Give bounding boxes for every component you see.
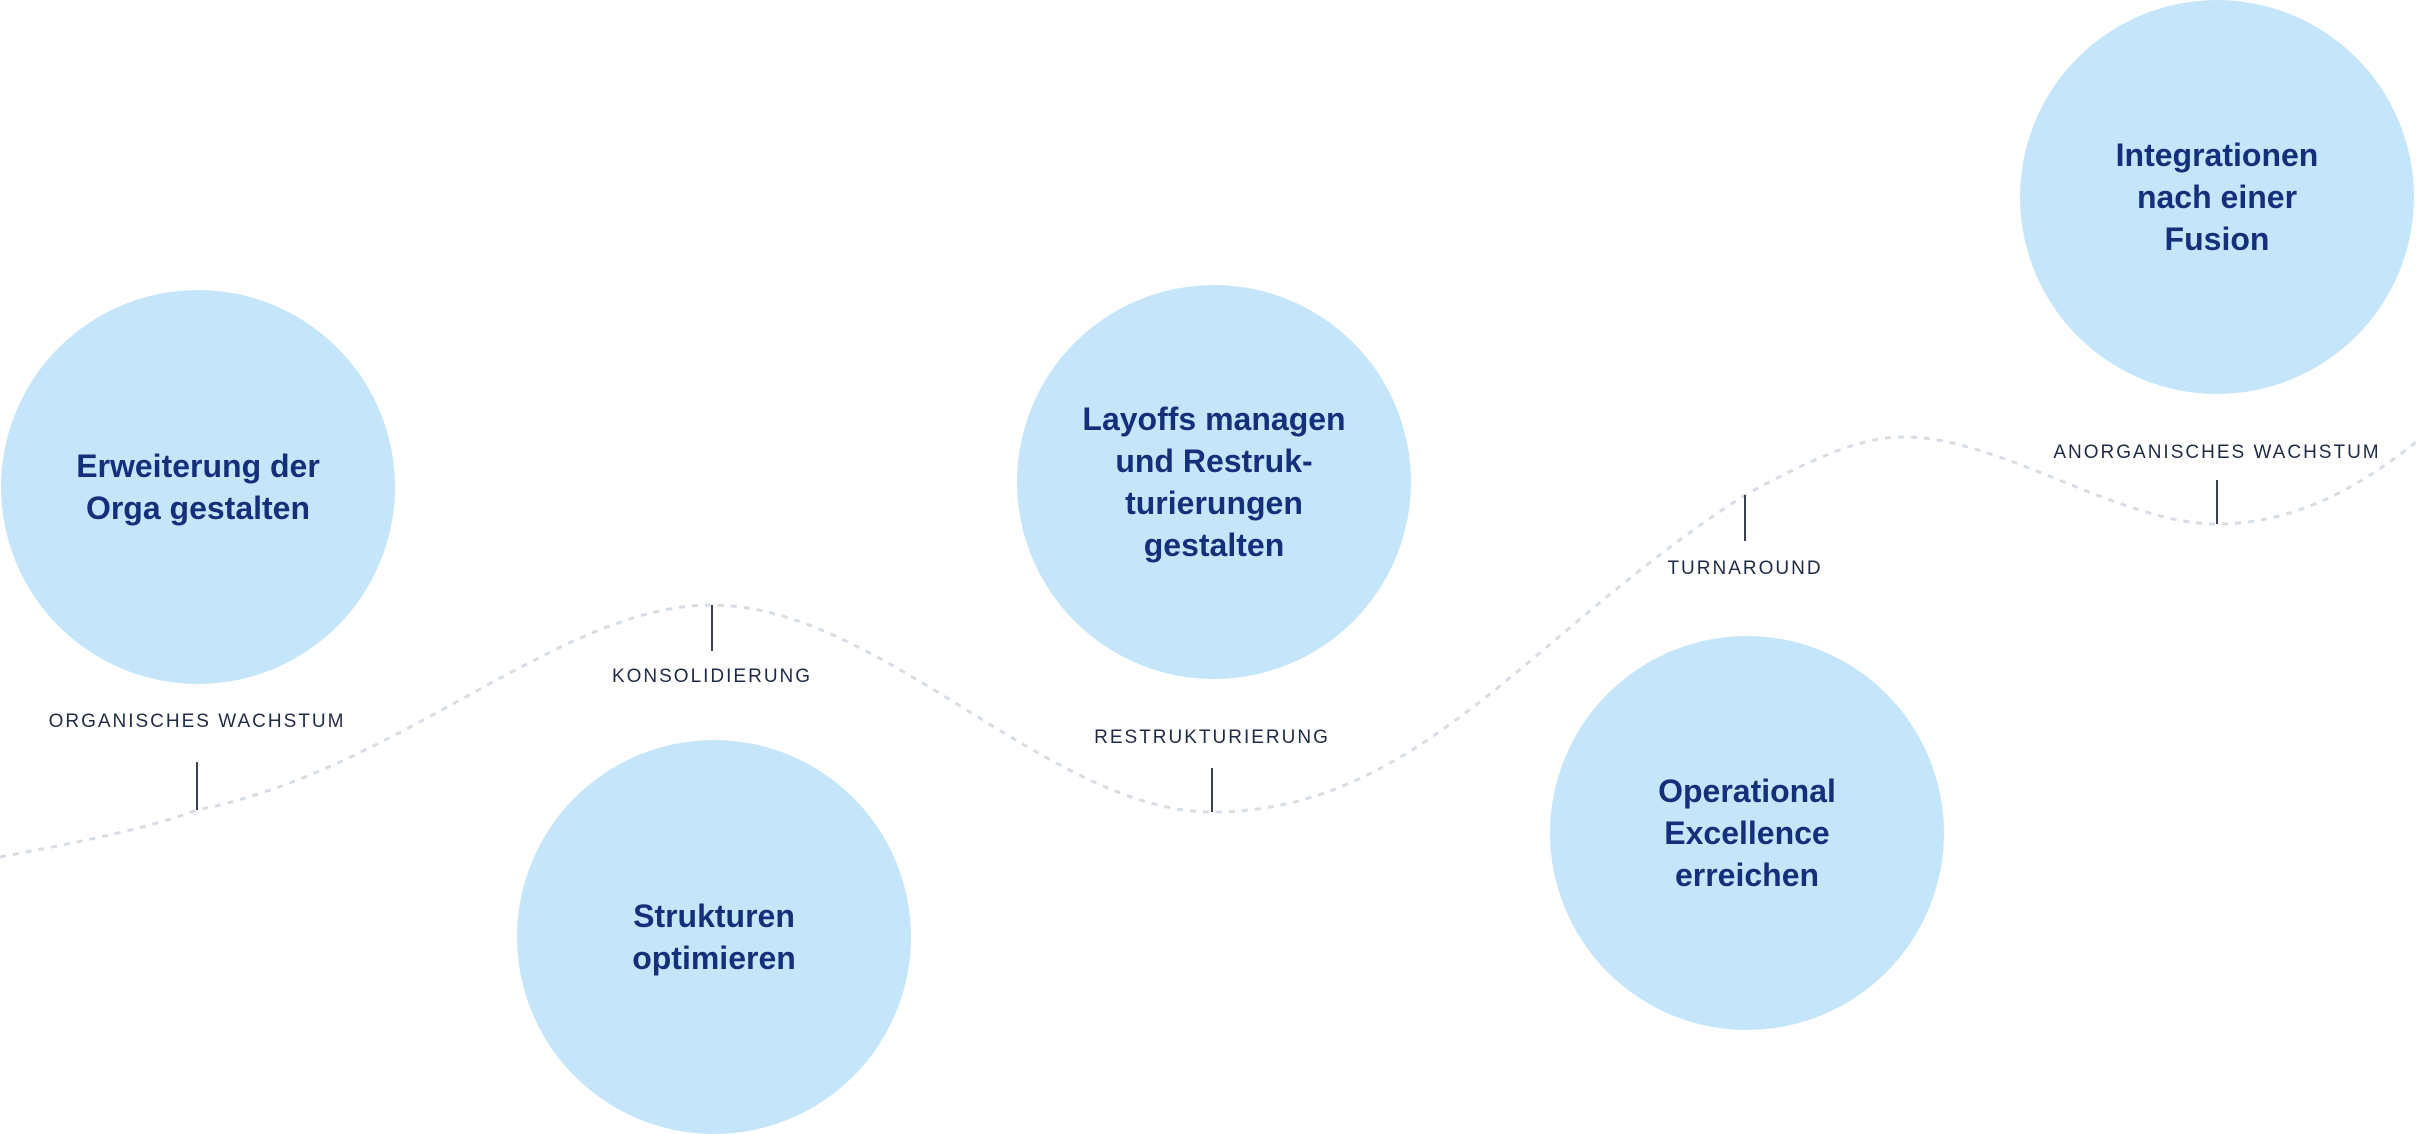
phase-label-turnaround: TURNAROUND — [1667, 558, 1823, 579]
circle-label: Strukturen optimieren — [632, 898, 796, 976]
wave-path — [0, 435, 2419, 859]
circle-label: Erweiterung der Orga gestalten — [76, 448, 320, 526]
circle-layoffs: Layoffs managen und Restruk- turierungen… — [1017, 285, 1411, 679]
circle-label: Integrationen nach einer Fusion — [2115, 137, 2319, 257]
phase-label-organisches-wachstum: ORGANISCHES WACHSTUM — [48, 711, 346, 732]
circle-label: Operational Excellence erreichen — [1658, 773, 1836, 893]
phase-label-anorganisches-wachstum: ANORGANISCHES WACHSTUM — [2053, 442, 2381, 463]
circle-operational-excellence: Operational Excellence erreichen — [1550, 636, 1944, 1030]
phase-label-restrukturierung: RESTRUKTURIERUNG — [1094, 727, 1330, 748]
phase-label-konsolidierung: KONSOLIDIERUNG — [611, 666, 813, 687]
circle-strukturen: Strukturen optimieren — [517, 740, 911, 1134]
circle-erweiterung: Erweiterung der Orga gestalten — [1, 290, 395, 684]
circle-label: Layoffs managen und Restruk- turierungen… — [1082, 401, 1346, 563]
circle-integrationen: Integrationen nach einer Fusion — [2020, 0, 2414, 394]
